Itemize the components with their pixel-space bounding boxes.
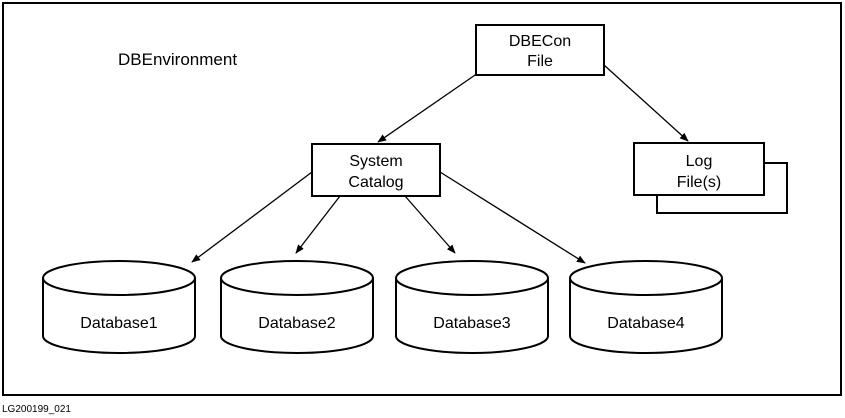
edge-catalog-to-database4 — [439, 171, 586, 264]
database-1-label: Database1 — [80, 315, 157, 332]
database-1: Database1 — [42, 260, 196, 354]
edge-catalog-to-database1 — [191, 171, 313, 263]
connectors — [191, 64, 689, 264]
log-line1: Log — [686, 153, 713, 170]
database-3: Database3 — [395, 260, 549, 354]
database-2: Database2 — [220, 260, 374, 354]
database-4: Database4 — [569, 260, 723, 354]
log-file-front-sheet — [633, 142, 765, 196]
edge-catalog-to-database2 — [295, 195, 341, 254]
catalog-line2: Catalog — [348, 174, 403, 191]
log-files-node: Log File(s) — [633, 142, 788, 214]
dbecon-file-node: DBECon File — [475, 24, 605, 76]
database-4-label: Database4 — [607, 315, 684, 332]
figure-id: LG200199_021 — [2, 404, 71, 415]
database-3-label: Database3 — [433, 315, 510, 332]
dbecon-line1: DBECon — [509, 33, 571, 50]
environment-label: DBEnvironment — [118, 50, 237, 69]
database-2-label: Database2 — [258, 315, 335, 332]
edge-catalog-to-database3 — [404, 195, 456, 254]
log-line2: File(s) — [677, 174, 721, 191]
environment-frame — [2, 2, 842, 396]
edge-dbecon-to-log — [603, 64, 689, 142]
edge-dbecon-to-catalog — [377, 72, 479, 143]
system-catalog-node: System Catalog — [311, 143, 441, 197]
dbecon-line2: File — [527, 53, 553, 70]
catalog-line1: System — [349, 153, 402, 170]
